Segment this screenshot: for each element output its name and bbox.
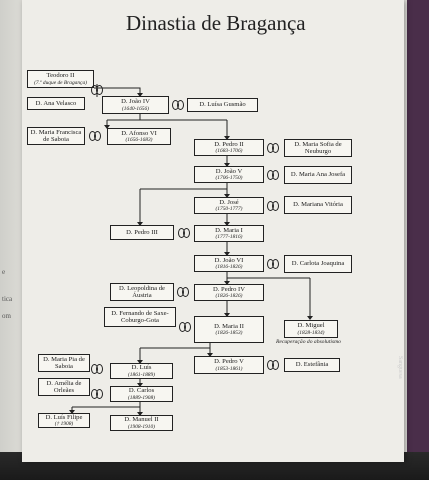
arrow-head: [69, 410, 75, 414]
marriage-ring-icon: [91, 389, 103, 399]
arrow-head: [224, 136, 230, 140]
person-joao-v: D. João V(1706-1750): [194, 166, 264, 183]
marriage-ring-icon: [172, 100, 184, 110]
page-title: Dinastia de Bragança: [126, 11, 306, 35]
person-manuel-ii: D. Manuel II(1908-1910): [110, 415, 173, 431]
arrow-head: [104, 125, 110, 129]
arrow-head: [224, 313, 230, 317]
arrow-head: [224, 281, 230, 285]
person-joao-iv: D. João IV(1640-1656): [102, 96, 169, 114]
person-miguel: D. Miguel(1828-1834): [284, 320, 338, 338]
person-estefania: D. Estefânia: [284, 358, 340, 372]
arrow-head: [137, 412, 143, 416]
person-maria-pia: D. Maria Pia de Saboia: [38, 354, 90, 372]
marriage-ring-icon: [179, 322, 191, 332]
person-pedro-ii: D. Pedro II(1683-1706): [194, 139, 264, 156]
marriage-ring-icon: [91, 364, 103, 374]
arrow-head: [307, 316, 313, 320]
person-maria-i: D. Maria I(1777-1816): [194, 225, 264, 242]
person-amelia: D. Amélia de Orleães: [38, 378, 90, 396]
person-pedro-iii: D. Pedro III: [110, 225, 174, 240]
arrow-head: [224, 194, 230, 198]
person-carlota-joaquina: D. Carlota Joaquina: [284, 255, 352, 273]
arrow-head: [137, 360, 143, 364]
person-pedro-iv: D. Pedro IV(1826-1826): [194, 284, 264, 301]
marriage-ring-icon: [178, 228, 190, 238]
arrow-head: [137, 93, 143, 97]
marriage-ring-icon: [89, 131, 101, 141]
person-carlos: D. Carlos(1889-1908): [110, 386, 173, 402]
marriage-ring-icon: [177, 287, 189, 297]
person-luis: D. Luís(1861-1889): [110, 363, 173, 379]
miguel-annotation: Recuperação do absolutismo: [276, 339, 341, 345]
marriage-ring-icon: [267, 201, 279, 211]
lineage-lines: [69, 84, 313, 416]
arrow-head: [224, 252, 230, 256]
person-maria-ana-josefa: D. Maria Ana Josefa: [284, 166, 352, 184]
text-fragment: tica: [2, 295, 13, 303]
person-maria-ii: D. Maria II(1826-1853): [194, 316, 264, 343]
marriage-ring-icon: [267, 143, 279, 153]
marriage-ring-icon: [267, 259, 279, 269]
person-leopoldina: D. Leopoldina de Áustria: [110, 283, 174, 301]
marriage-ring-icon: [267, 360, 279, 370]
person-joao-vi: D. João VI(1816-1826): [194, 255, 264, 272]
arrow-head: [137, 383, 143, 387]
arrow-head: [224, 222, 230, 226]
text-fragment: om: [2, 312, 11, 320]
person-maria-francisca: D. Maria Francisca de Saboia: [27, 127, 85, 145]
book-page: Dinastia de Bragança: [22, 0, 404, 462]
line-teodoro-joao-iv: [94, 87, 141, 95]
person-afonso-vi: D. Afonso VI(1656-1683): [107, 128, 171, 145]
person-luis-filipe: D. Luís Filipe(† 1908): [38, 413, 90, 428]
arrow-head: [207, 353, 213, 357]
person-maria-sofia: D. Maria Sofia de Neuburgo: [284, 139, 352, 157]
person-jose: D. José(1750-1777): [194, 197, 264, 214]
person-ana-velasco: D. Ana Velasco: [27, 97, 85, 110]
arrow-head: [224, 163, 230, 167]
arrow-head: [137, 222, 143, 226]
person-pedro-v: D. Pedro V(1853-1861): [194, 356, 264, 374]
marriage-ring-icon: [267, 170, 279, 180]
person-mariana-vitoria: D. Mariana Vitória: [284, 196, 352, 214]
person-luisa-gusmao: D. Luísa Gusmão: [187, 98, 258, 112]
person-fernando: D. Fernando de Saxe-Coburgo-Gota: [104, 307, 176, 327]
person-teodoro-ii: Teodoro II(7.º duque de Bragança): [27, 70, 94, 88]
text-fragment: e: [2, 268, 6, 276]
marriage-ring-icon: [91, 85, 103, 95]
margin-text-fragment: Sanguesa: [397, 356, 403, 379]
